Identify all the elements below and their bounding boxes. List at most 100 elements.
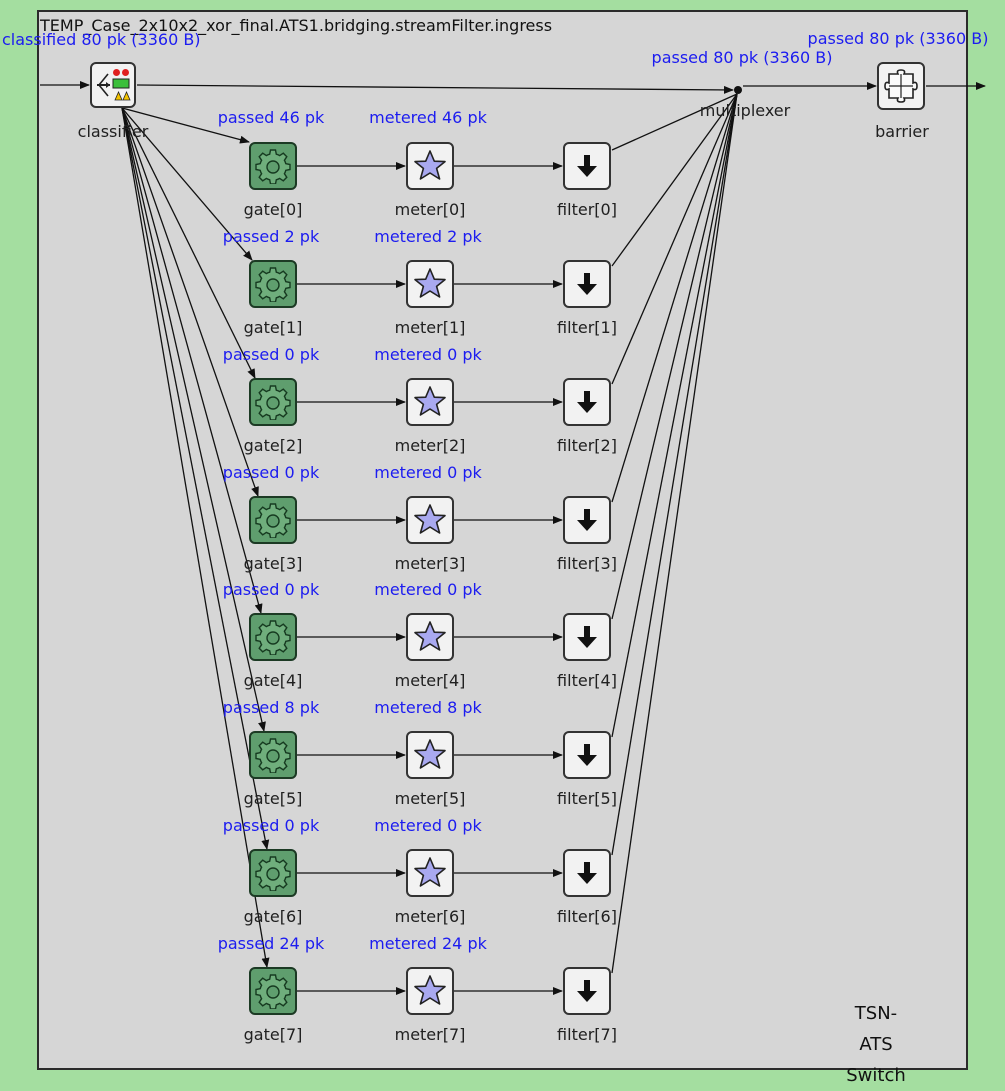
classifier-to-gate-wire: [121, 107, 256, 379]
filter-label: filter[6]: [557, 907, 617, 926]
gate-module[interactable]: [249, 142, 297, 190]
gate-label: gate[1]: [243, 318, 303, 337]
gate-module[interactable]: [249, 613, 297, 661]
down-arrow-icon: [577, 509, 597, 531]
filter-label: filter[0]: [557, 200, 617, 219]
meter-label: meter[2]: [394, 436, 466, 455]
gear-icon: [255, 738, 291, 773]
classifier-module[interactable]: [90, 62, 136, 108]
gate-label: gate[3]: [243, 554, 303, 573]
gate-stat: passed 0 pk: [222, 345, 320, 364]
meter-module[interactable]: [406, 260, 454, 308]
gate-module[interactable]: [249, 967, 297, 1015]
meter-stat: metered 0 pk: [374, 463, 482, 482]
filter-label: filter[4]: [557, 671, 617, 690]
down-arrow-icon: [577, 744, 597, 766]
meter-stat: metered 0 pk: [374, 345, 482, 364]
filter-to-multiplexer-wire: [611, 93, 738, 738]
star-icon: [414, 386, 446, 416]
gate-label: gate[2]: [243, 436, 303, 455]
meter-stat: metered 24 pk: [369, 934, 487, 953]
gate-module[interactable]: [249, 849, 297, 897]
filter-label: filter[7]: [557, 1025, 617, 1044]
meter-module[interactable]: [406, 142, 454, 190]
meter-module[interactable]: [406, 967, 454, 1015]
gear-icon: [255, 385, 291, 420]
gear-icon: [255, 149, 291, 184]
gate-module[interactable]: [249, 378, 297, 426]
filter-module[interactable]: [563, 849, 611, 897]
star-icon: [414, 150, 446, 180]
gate-stat: passed 24 pk: [217, 934, 325, 953]
gate-stat: passed 46 pk: [217, 108, 325, 127]
star-icon: [414, 268, 446, 298]
gate-stat: passed 2 pk: [222, 227, 320, 246]
gear-icon: [255, 974, 291, 1009]
classifier-to-gate-wire: [121, 107, 253, 261]
gate-stat: passed 0 pk: [222, 580, 320, 599]
gate-module[interactable]: [249, 260, 297, 308]
filter-module[interactable]: [563, 731, 611, 779]
meter-module[interactable]: [406, 731, 454, 779]
filter-module[interactable]: [563, 260, 611, 308]
network-type-line2: Switch: [846, 1065, 906, 1086]
gate-stat: passed 8 pk: [222, 698, 320, 717]
meter-stat: metered 0 pk: [374, 816, 482, 835]
filter-to-multiplexer-wire: [611, 93, 738, 151]
meter-module[interactable]: [406, 849, 454, 897]
gate-label: gate[6]: [243, 907, 303, 926]
meter-label: meter[4]: [394, 671, 466, 690]
meter-label: meter[1]: [394, 318, 466, 337]
star-icon: [414, 857, 446, 887]
star-icon: [414, 975, 446, 1005]
classifier-to-gate-wire: [121, 107, 270, 968]
meter-label: meter[3]: [394, 554, 466, 573]
star-icon: [414, 504, 446, 534]
classifier-icon: [97, 69, 131, 101]
classifier-to-gate-wire: [121, 107, 263, 614]
filter-module[interactable]: [563, 142, 611, 190]
down-arrow-icon: [577, 980, 597, 1002]
filter-module[interactable]: [563, 613, 611, 661]
filter-module[interactable]: [563, 378, 611, 426]
meter-stat: metered 0 pk: [374, 580, 482, 599]
barrier-label: barrier: [875, 122, 929, 141]
module-frame: [37, 10, 968, 1070]
meter-module[interactable]: [406, 613, 454, 661]
down-arrow-icon: [577, 155, 597, 177]
meter-label: meter[7]: [394, 1025, 466, 1044]
meter-stat: metered 46 pk: [369, 108, 487, 127]
filter-label: filter[3]: [557, 554, 617, 573]
down-arrow-icon: [577, 862, 597, 884]
network-type-line1: TSN-ATS: [854, 1003, 898, 1055]
star-icon: [414, 621, 446, 651]
meter-module[interactable]: [406, 496, 454, 544]
meter-module[interactable]: [406, 378, 454, 426]
meter-label: meter[5]: [394, 789, 466, 808]
gate-module[interactable]: [249, 731, 297, 779]
gear-icon: [255, 267, 291, 302]
filter-to-multiplexer-wire: [611, 93, 738, 267]
filter-to-multiplexer-wire: [611, 93, 738, 385]
filter-module[interactable]: [563, 496, 611, 544]
meter-label: meter[0]: [394, 200, 466, 219]
gate-label: gate[4]: [243, 671, 303, 690]
classifier-to-multiplexer-wire: [136, 84, 734, 94]
gate-module[interactable]: [249, 496, 297, 544]
gear-icon: [255, 620, 291, 655]
gate-label: gate[5]: [243, 789, 303, 808]
down-arrow-icon: [577, 626, 597, 648]
down-arrow-icon: [577, 273, 597, 295]
star-icon: [414, 739, 446, 769]
down-arrow-icon: [577, 391, 597, 413]
gate-stat: passed 0 pk: [222, 816, 320, 835]
multiplexer-stat: passed 80 pk (3360 B): [651, 48, 833, 67]
multiplexer-node[interactable]: [730, 82, 746, 98]
barrier-module[interactable]: [877, 62, 925, 110]
filter-to-multiplexer-wire: [611, 93, 738, 620]
classifier-stat: classified 80 pk (3360 B): [2, 30, 201, 49]
filter-module[interactable]: [563, 967, 611, 1015]
classifier-to-gate-wire: [121, 107, 266, 732]
